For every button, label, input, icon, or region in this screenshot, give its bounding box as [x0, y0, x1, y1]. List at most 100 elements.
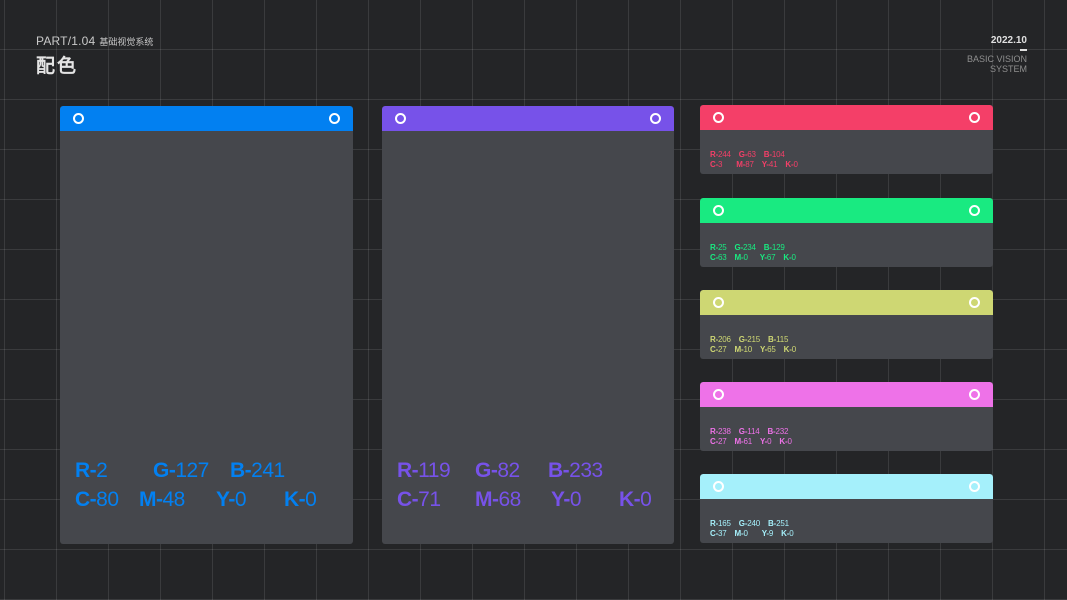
value-c: C-71	[397, 485, 475, 514]
value-y: Y-41	[762, 160, 778, 170]
cmyk-row: C-63 M-0 Y-67 K-0	[710, 253, 804, 263]
part-code: PART/1.04	[36, 34, 96, 48]
value-number: 115	[776, 335, 789, 344]
value-y: Y-67	[760, 253, 776, 263]
value-label: M-	[734, 437, 744, 446]
value-label: C-	[75, 488, 97, 511]
color-values: R-25 G-234 B-129 C-63 M-0 Y-67 K-0	[710, 243, 804, 263]
value-label: G-	[738, 519, 748, 528]
swatch-header	[700, 382, 993, 407]
color-values: R-238 G-114 B-232 C-27 M-61 Y-0 K-0	[710, 427, 800, 447]
value-label: R-	[75, 459, 97, 482]
value-label: M-	[736, 160, 746, 169]
swatch-header	[382, 106, 674, 131]
value-k: K-0	[619, 485, 674, 514]
ring-icon	[969, 112, 980, 123]
value-c: C-27	[710, 345, 727, 355]
value-number: 129	[771, 243, 785, 252]
value-k: K-0	[783, 253, 796, 263]
ring-icon	[969, 389, 980, 400]
value-y: Y-65	[760, 345, 776, 355]
value-label: Y-	[759, 253, 767, 262]
value-g: G-114	[739, 427, 760, 437]
value-number: 241	[251, 459, 285, 482]
value-label: K-	[783, 345, 792, 354]
cmyk-row: C-71 M-68 Y-0 K-0	[397, 485, 674, 514]
color-values: R-119 G-82 B-233 C-71 M-68 Y-0 K-0	[397, 456, 674, 514]
value-m: M-0	[735, 529, 748, 539]
value-r: R-244	[710, 150, 731, 160]
value-number: 9	[768, 529, 774, 538]
value-r: R-206	[710, 335, 731, 345]
value-b: B-241	[230, 456, 308, 485]
value-label: B-	[767, 427, 776, 436]
ring-icon	[713, 297, 724, 308]
value-m: M-68	[475, 485, 551, 514]
value-label: B-	[763, 150, 772, 159]
value-number: 127	[175, 459, 209, 482]
swatch-card-blue: R-2 G-127 B-241 C-80 M-48 Y-0 K-0	[60, 106, 353, 544]
value-label: M-	[734, 253, 744, 262]
value-number: 65	[767, 345, 776, 354]
value-k: K-0	[284, 485, 353, 514]
swatch-header	[60, 106, 353, 131]
value-number: 0	[791, 253, 796, 262]
rgb-row: R-25 G-234 B-129	[710, 243, 804, 253]
value-number: 238	[718, 427, 731, 436]
value-r: R-119	[397, 456, 475, 485]
cmyk-row: C-37 M-0 Y-9 K-0	[710, 529, 801, 539]
value-c: C-27	[710, 437, 727, 447]
value-b: B-115	[768, 335, 788, 345]
value-m: M-48	[139, 485, 216, 514]
date-underline	[1020, 49, 1027, 51]
value-label: G-	[153, 459, 176, 482]
ring-icon	[713, 112, 724, 123]
value-g: G-82	[475, 456, 548, 485]
ring-icon	[73, 113, 84, 124]
swatch-card-red: R-244 G-63 B-104 C-3 M-87 Y-41 K-0	[700, 105, 993, 174]
value-label: B-	[230, 459, 252, 482]
color-values: R-206 G-215 B-115 C-27 M-10 Y-65 K-0	[710, 335, 804, 355]
value-b: B-129	[764, 243, 785, 253]
value-g: G-63	[739, 150, 756, 160]
value-label: M-	[734, 345, 744, 354]
value-label: C-	[710, 437, 719, 446]
value-label: R-	[710, 243, 719, 252]
value-number: 10	[743, 345, 752, 354]
value-label: R-	[710, 519, 719, 528]
swatch-header	[700, 474, 993, 499]
rgb-row: R-206 G-215 B-115	[710, 335, 804, 345]
value-label: G-	[738, 335, 748, 344]
ring-icon	[713, 481, 724, 492]
value-number: 68	[498, 488, 522, 511]
ring-icon	[395, 113, 406, 124]
value-number: 63	[747, 150, 756, 159]
cmyk-row: C-27 M-61 Y-0 K-0	[710, 437, 800, 447]
value-number: 244	[718, 150, 731, 159]
value-label: Y-	[216, 488, 235, 511]
value-label: K-	[781, 529, 790, 538]
ring-icon	[713, 389, 724, 400]
value-label: R-	[710, 427, 719, 436]
value-number: 104	[771, 150, 785, 159]
value-number: 234	[743, 243, 756, 252]
part-line: PART/1.04 基础视觉系统	[36, 34, 153, 48]
value-y: Y-9	[762, 529, 774, 539]
value-b: B-233	[548, 456, 626, 485]
value-g: G-127	[153, 456, 230, 485]
value-m: M-61	[734, 437, 753, 447]
value-label: M-	[139, 488, 163, 511]
cmyk-row: C-80 M-48 Y-0 K-0	[75, 485, 353, 514]
system-label: BASIC VISION SYSTEM	[966, 54, 1027, 74]
ring-icon	[969, 297, 980, 308]
value-number: 41	[768, 160, 778, 169]
value-label: G-	[734, 243, 744, 252]
value-number: 80	[96, 488, 119, 511]
value-label: G-	[738, 150, 748, 159]
value-number: 0	[791, 345, 796, 354]
swatch-card-green: R-25 G-234 B-129 C-63 M-0 Y-67 K-0	[700, 198, 993, 267]
value-g: G-240	[739, 519, 760, 529]
value-label: K-	[783, 253, 792, 262]
value-number: 0	[743, 253, 748, 262]
swatch-card-pink: R-238 G-114 B-232 C-27 M-61 Y-0 K-0	[700, 382, 993, 451]
